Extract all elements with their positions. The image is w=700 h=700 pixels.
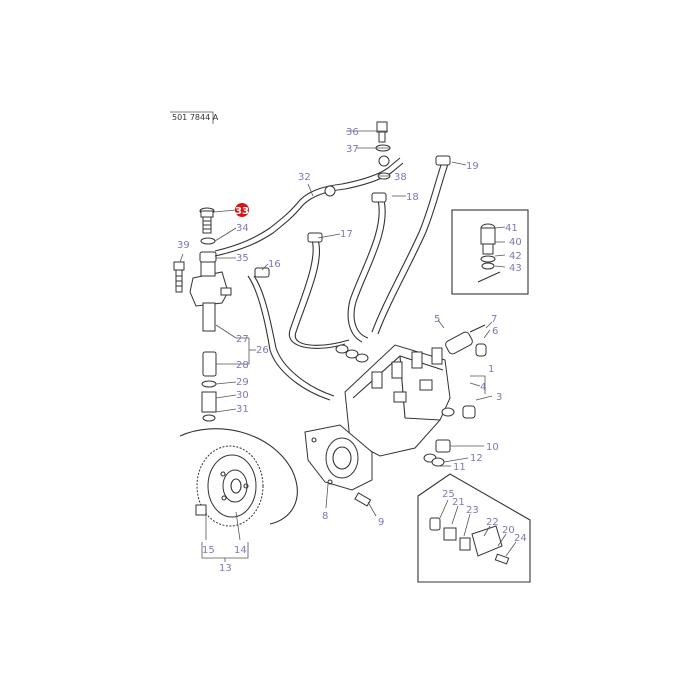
drive-gear [179,428,298,527]
inset-box-valve [451,209,529,295]
label-25[interactable]: 25 [442,489,455,500]
label-31[interactable]: 31 [236,404,249,415]
label-36[interactable]: 36 [346,127,359,138]
label-19[interactable]: 19 [466,161,479,172]
inset-box-bracket [417,473,531,583]
stop-solenoid [445,324,487,357]
label-33[interactable]: 33 [235,206,249,217]
injection-pump [304,344,476,507]
highlight-badge[interactable] [235,203,249,217]
label-29[interactable]: 29 [236,377,249,388]
label-40[interactable]: 40 [509,237,522,248]
label-6[interactable]: 6 [492,326,498,337]
label-15[interactable]: 15 [202,545,215,556]
reference-code: 501 7844 A [172,113,219,122]
callout-labels: 34 35 39 27 26 28 29 30 31 36 37 38 19 1… [177,127,527,574]
label-39[interactable]: 39 [177,240,190,251]
label-7[interactable]: 7 [491,314,497,325]
label-21[interactable]: 21 [452,497,465,508]
label-11[interactable]: 11 [453,462,466,473]
label-37[interactable]: 37 [346,144,359,155]
label-24[interactable]: 24 [514,533,527,544]
label-4[interactable]: 4 [480,382,486,393]
label-35[interactable]: 35 [236,253,249,264]
label-27[interactable]: 27 [236,334,249,345]
label-26[interactable]: 26 [256,345,269,356]
label-1[interactable]: 1 [488,364,494,375]
label-28[interactable]: 28 [236,360,249,371]
leader-lines [179,130,517,562]
label-41[interactable]: 41 [505,223,518,234]
label-22[interactable]: 22 [486,517,499,528]
label-12[interactable]: 12 [470,453,483,464]
label-30[interactable]: 30 [236,390,249,401]
label-38[interactable]: 38 [394,172,407,183]
label-10[interactable]: 10 [486,442,499,453]
injector-assembly [173,207,232,422]
label-18[interactable]: 18 [406,192,419,203]
fuel-pipes [214,155,451,401]
label-43[interactable]: 43 [509,263,522,274]
label-34[interactable]: 34 [236,223,249,234]
label-5[interactable]: 5 [434,314,440,325]
label-8[interactable]: 8 [322,511,328,522]
label-13[interactable]: 13 [219,563,232,574]
label-32[interactable]: 32 [298,172,311,183]
label-16[interactable]: 16 [268,259,281,270]
label-3[interactable]: 3 [496,392,502,403]
label-17[interactable]: 17 [340,229,353,240]
label-23[interactable]: 23 [466,505,479,516]
label-9[interactable]: 9 [378,517,384,528]
part-33-highlight[interactable]: 33 [235,203,249,217]
label-14[interactable]: 14 [234,545,247,556]
label-42[interactable]: 42 [509,251,522,262]
label-20[interactable]: 20 [502,525,515,536]
reference-code-tag: 501 7844 A [170,111,219,124]
